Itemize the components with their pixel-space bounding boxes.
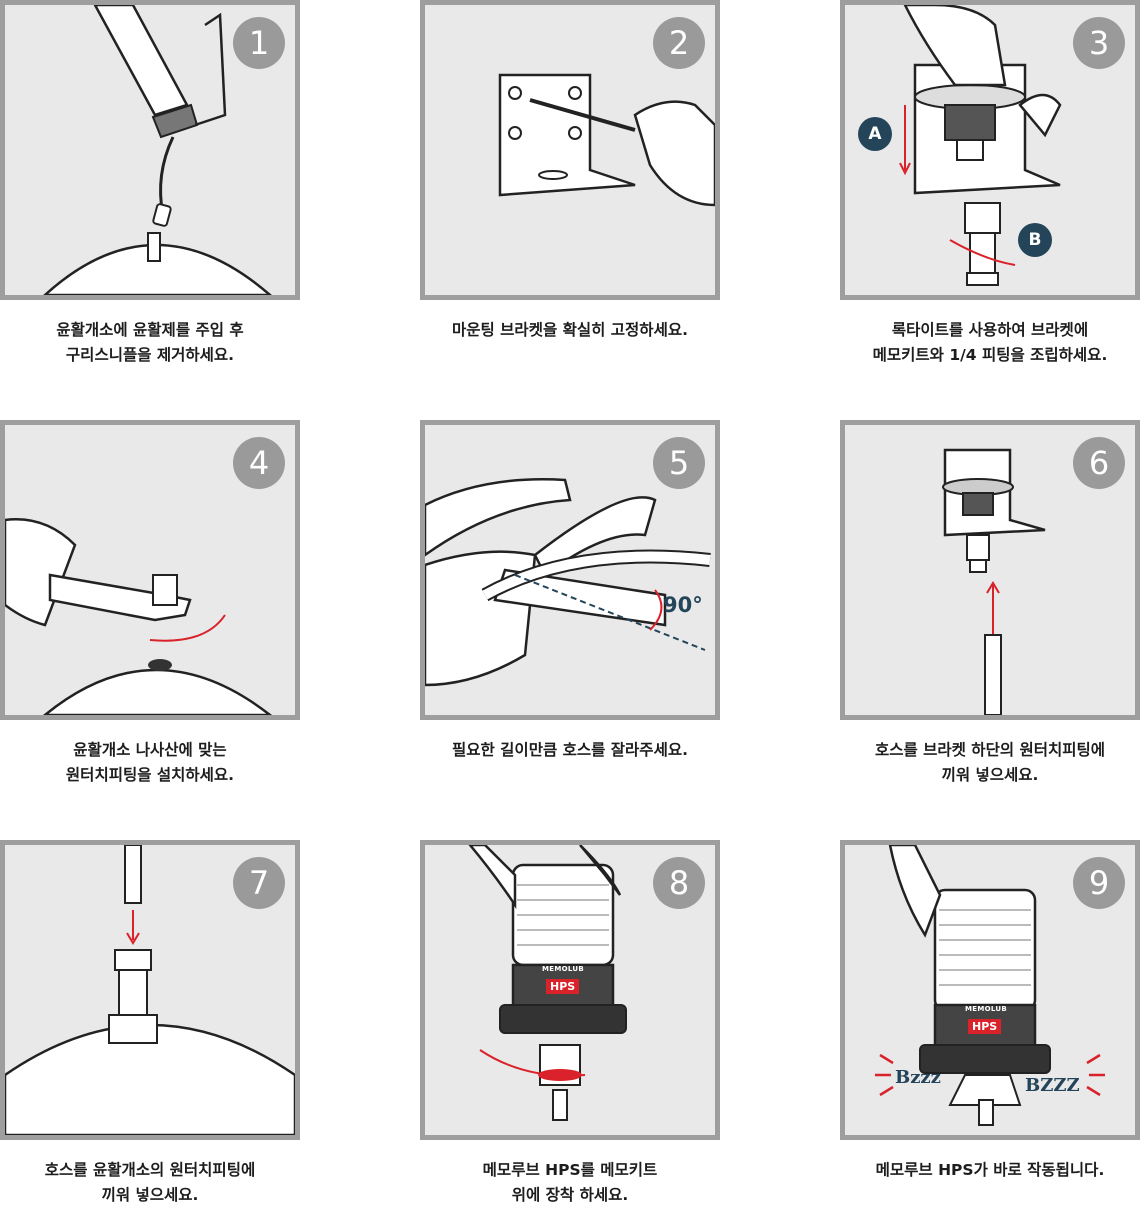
step-number-badge: 1 [233, 17, 285, 69]
hose-cutter-icon [425, 478, 711, 687]
bracket-screwdriver-icon [498, 73, 715, 207]
fitting-hose-icon [5, 845, 295, 1135]
step-caption: 윤활개소 나사산에 맞는 원터치피팅을 설치하세요. [65, 741, 235, 784]
step-caption: 윤활개소에 윤활제를 주입 후 구리스니플을 제거하세요. [56, 321, 244, 364]
step-caption: 필요한 길이만큼 호스를 잘라주세요. [452, 741, 688, 759]
label-b-badge: B [1018, 223, 1052, 257]
step-6-illustration: 6 [840, 420, 1140, 720]
step-number-badge: 2 [653, 17, 705, 69]
step-number-badge: 7 [233, 857, 285, 909]
memolub-running-icon [875, 845, 1105, 1126]
step-8-illustration: MEMOLUB HPS 8 [420, 840, 720, 1140]
hps-product-label: HPS [546, 979, 580, 994]
step-4-illustration: 4 [0, 420, 300, 720]
wrench-fitting-icon [5, 518, 273, 715]
step-3-illustration: A B 3 [840, 0, 1140, 300]
buzz-left-label: Bzzz [895, 1067, 941, 1088]
step-number-badge: 4 [233, 437, 285, 489]
angle-label: 90° [663, 593, 703, 617]
step-7-illustration: 7 [0, 840, 300, 1140]
memolub-brand-label: MEMOLUB [965, 1005, 1007, 1013]
memokit-assembly-icon [899, 5, 1062, 286]
step-number-badge: 9 [1073, 857, 1125, 909]
buzz-right-label: BZZZ [1025, 1075, 1080, 1096]
step-1-illustration: 1 [0, 0, 300, 300]
step-5-illustration: 90° 5 [420, 420, 720, 720]
step-caption: 마운팅 브라켓을 확실히 고정하세요. [452, 321, 688, 339]
grease-gun-icon [43, 5, 272, 295]
memolub-brand-label: MEMOLUB [542, 965, 584, 973]
step-number-badge: 5 [653, 437, 705, 489]
step-number-badge: 8 [653, 857, 705, 909]
step-caption: 호스를 윤활개소의 원터치피팅에 끼워 넣으세요. [44, 1161, 256, 1204]
step-caption: 메모루브 HPS가 바로 작동됩니다. [875, 1161, 1105, 1179]
step-2-illustration: 2 [420, 0, 720, 300]
bracket-hose-icon [942, 448, 1046, 715]
label-a-badge: A [858, 117, 892, 151]
hps-product-label: HPS [968, 1019, 1002, 1034]
step-number-badge: 3 [1073, 17, 1125, 69]
step-caption: 호스를 브라켓 하단의 원터치피팅에 끼워 넣으세요. [874, 741, 1106, 784]
step-number-badge: 6 [1073, 437, 1125, 489]
step-9-illustration: MEMOLUB HPS Bzzz BZZZ 9 [840, 840, 1140, 1140]
step-caption: 메모루브 HPS를 메모키트 위에 장착 하세요. [482, 1161, 658, 1204]
step-caption: 록타이트를 사용하여 브라켓에 메모키트와 1/4 피팅을 조립하세요. [872, 321, 1108, 364]
